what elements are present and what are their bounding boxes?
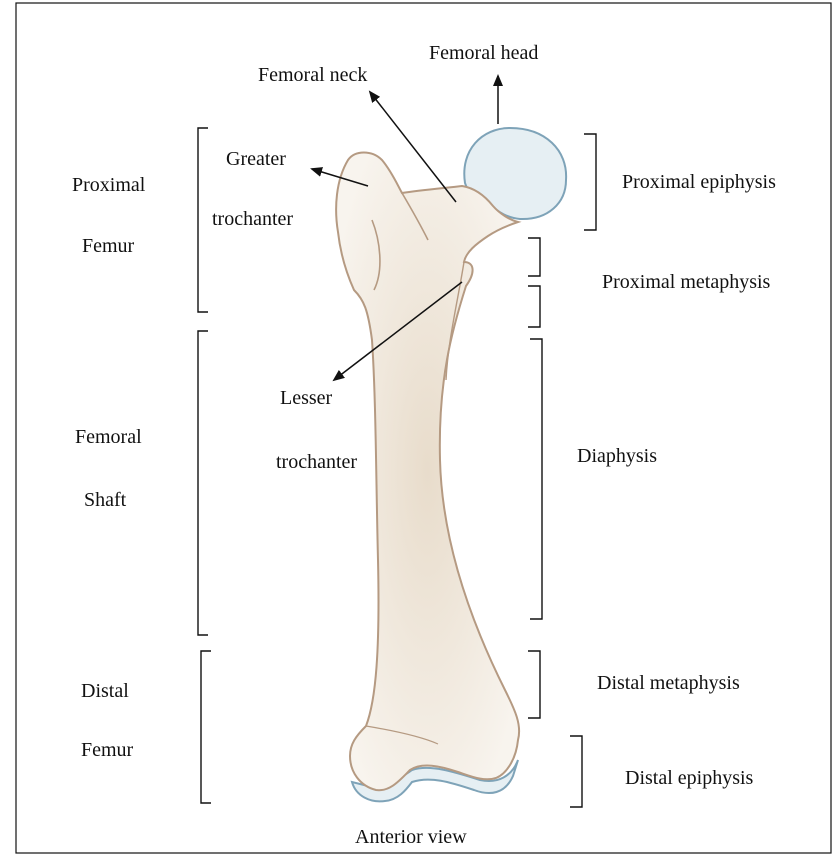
label-proximal-epiphysis: Proximal epiphysis bbox=[622, 171, 776, 193]
label-distal-epiphysis: Distal epiphysis bbox=[625, 767, 753, 789]
label-distal-metaphysis: Distal metaphysis bbox=[597, 672, 740, 694]
bracket-proximal-metaphysis-lower bbox=[528, 286, 540, 327]
bracket-proximal-femur bbox=[198, 128, 208, 312]
bracket-proximal-epiphysis bbox=[584, 134, 596, 230]
label-greater-trochanter-line2: trochanter bbox=[212, 208, 293, 230]
bracket-distal-femur bbox=[201, 651, 211, 803]
label-femoral-neck: Femoral neck bbox=[258, 64, 367, 86]
label-proximal-metaphysis: Proximal metaphysis bbox=[602, 271, 770, 293]
bracket-femoral-shaft bbox=[198, 331, 208, 635]
label-greater-trochanter-line1: Greater bbox=[226, 148, 286, 170]
label-distal-femur-line1: Distal bbox=[81, 680, 129, 702]
label-lesser-trochanter-line1: Lesser bbox=[280, 387, 332, 409]
bracket-proximal-metaphysis-upper bbox=[528, 238, 540, 276]
caption-anterior-view: Anterior view bbox=[355, 826, 467, 848]
label-proximal-femur-line2: Femur bbox=[82, 235, 134, 257]
label-distal-femur-line2: Femur bbox=[81, 739, 133, 761]
label-lesser-trochanter-line2: trochanter bbox=[276, 451, 357, 473]
label-femoral-shaft-line1: Femoral bbox=[75, 426, 142, 448]
label-diaphysis: Diaphysis bbox=[577, 445, 657, 467]
femur-bone bbox=[336, 153, 519, 791]
label-proximal-femur-line1: Proximal bbox=[72, 174, 145, 196]
label-femoral-head: Femoral head bbox=[429, 42, 538, 64]
bracket-distal-metaphysis bbox=[528, 651, 540, 718]
bracket-distal-epiphysis bbox=[570, 736, 582, 807]
label-femoral-shaft-line2: Shaft bbox=[84, 489, 126, 511]
bracket-diaphysis bbox=[530, 339, 542, 619]
